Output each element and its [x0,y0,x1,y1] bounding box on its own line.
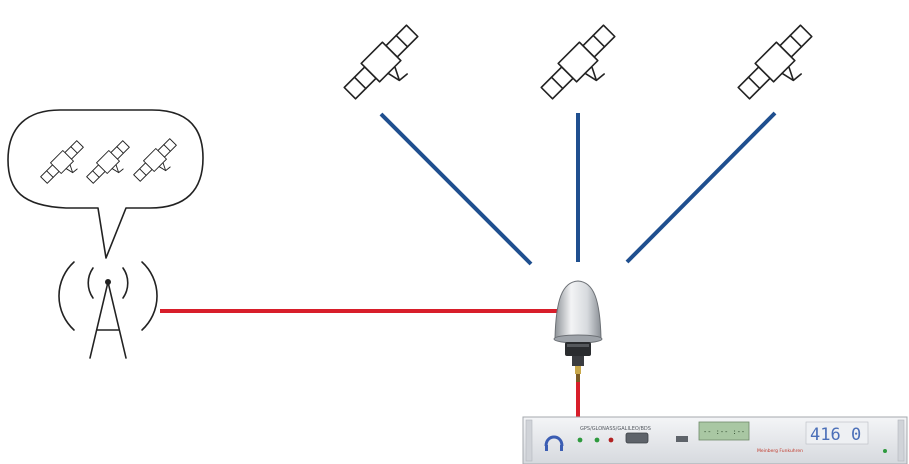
satellite-link-left [379,112,533,266]
device-panel-label: GPS/GLONASS/GALILEO/BDS [580,426,651,432]
usb-port [676,436,688,442]
status-led [577,437,583,443]
gnss-antenna-icon [553,280,603,382]
status-led [594,437,600,443]
status-led [608,437,614,443]
time-display [805,421,869,445]
rack-receiver-icon: GPS/GLONASS/GALILEO/BDS -- :-- :-- Meinb… [522,416,908,464]
radio-tower-icon [58,261,158,359]
satellite-icon [536,20,630,114]
brand-logo-icon [544,435,564,451]
power-led [883,449,887,453]
time-display-text: 416 0 [810,425,861,445]
serial-port [625,432,649,444]
lcd-display [698,421,750,441]
satellite-link-right [625,111,777,264]
satellite-icon [339,20,433,114]
brand-text: Meinberg Funkuhren [757,448,803,454]
satellite-icon [733,20,827,114]
speech-bubble [7,109,204,259]
lcd-text: -- :-- :-- [703,428,745,436]
